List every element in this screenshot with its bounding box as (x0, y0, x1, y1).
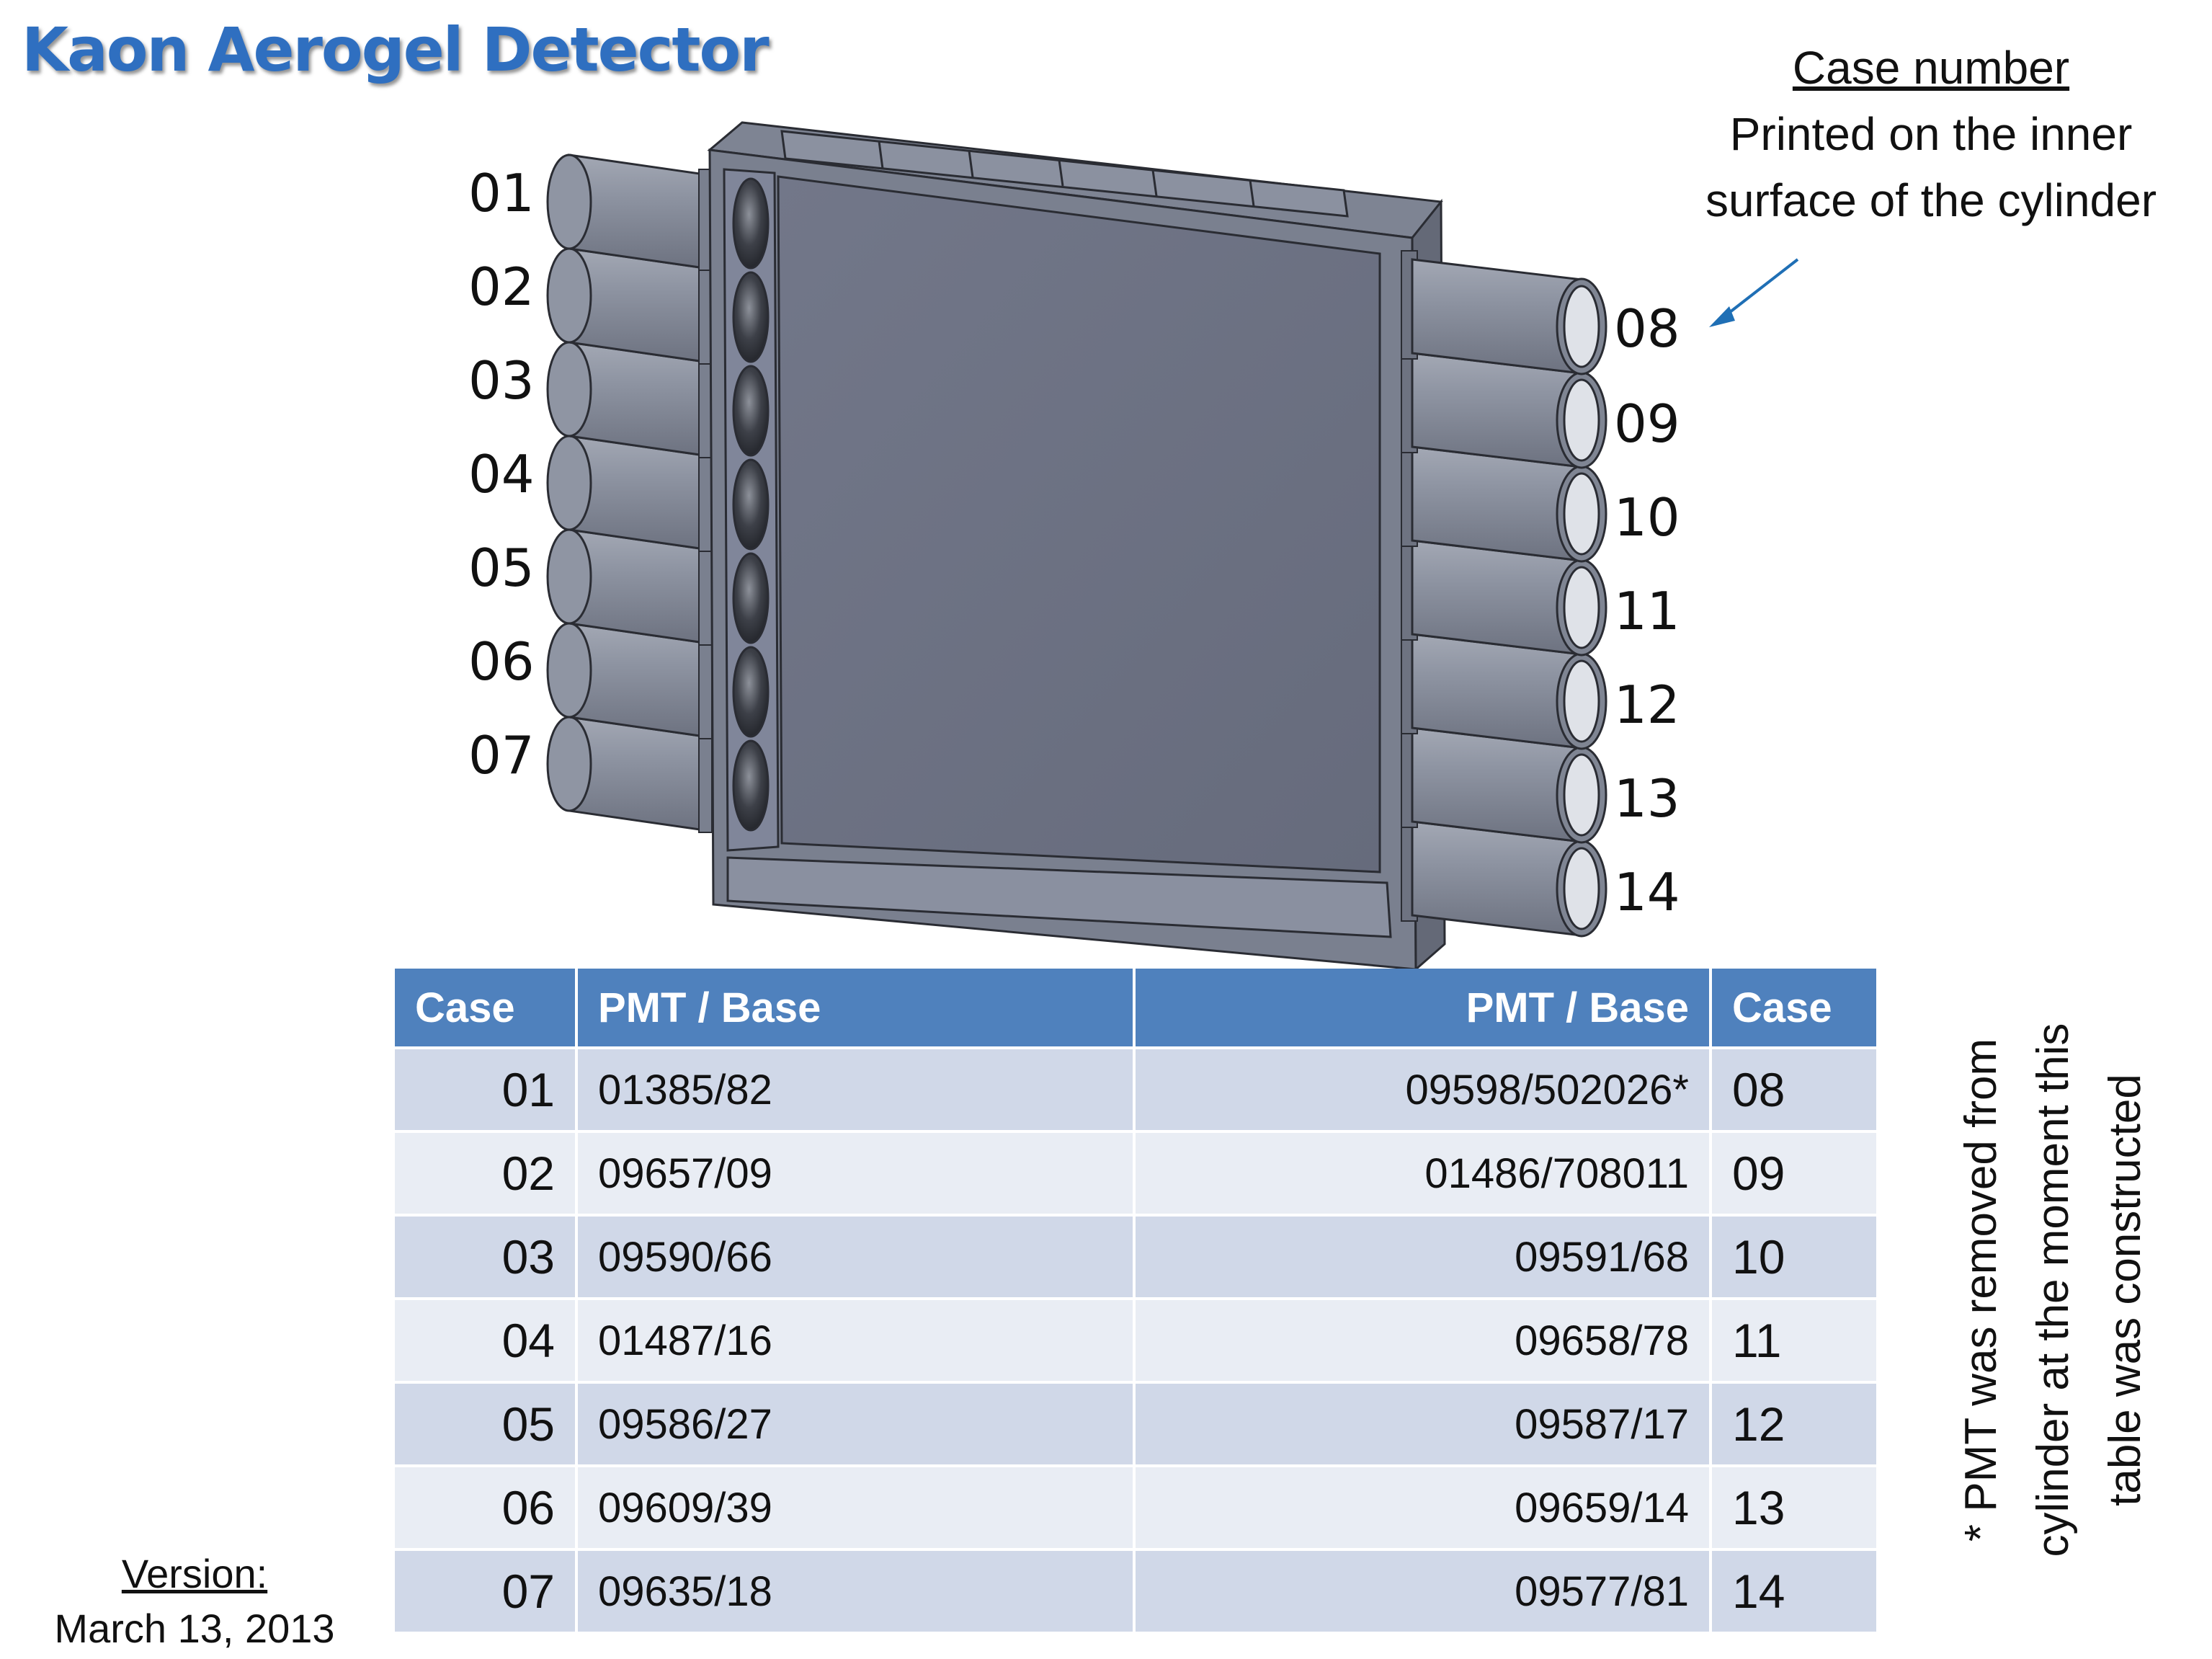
case-label-right-10: 10 (1614, 487, 1680, 548)
left-cylinder (546, 154, 713, 271)
left-cylinder (546, 247, 713, 365)
cell-pmt-right: 09658/78 (1136, 1300, 1709, 1381)
pointer-arrow-icon (1709, 258, 1799, 327)
cell-pmt-right: 09587/17 (1136, 1384, 1709, 1464)
lens-window (732, 646, 770, 738)
cell-case-left: 05 (395, 1384, 575, 1464)
header-case-right: Case (1712, 969, 1876, 1046)
cell-case-left: 06 (395, 1467, 575, 1548)
cell-case-left: 04 (395, 1300, 575, 1381)
case-label-right-11: 11 (1614, 581, 1680, 641)
detector-drawing (546, 121, 1799, 972)
cell-pmt-left: 09657/09 (578, 1133, 1133, 1214)
cell-case-right: 09 (1712, 1133, 1876, 1214)
cell-case-right: 11 (1712, 1300, 1876, 1381)
note-line-1: Printed on the inner (1729, 108, 2133, 160)
case-label-right-12: 12 (1614, 675, 1680, 735)
header-pmt-right: PMT / Base (1136, 969, 1709, 1046)
lens-column (732, 177, 770, 832)
case-label-left-01: 01 (468, 163, 535, 223)
cell-case-left: 07 (395, 1551, 575, 1632)
footnote-rotated: * PMT was removed from cylinder at the m… (1945, 995, 2162, 1585)
footnote-line-1: * PMT was removed from (1956, 1038, 2006, 1542)
left-cylinder (546, 435, 713, 552)
cell-pmt-right: 09577/81 (1136, 1551, 1709, 1632)
lens-window (732, 271, 770, 363)
frame-bottom-rail (726, 856, 1392, 938)
cell-pmt-left: 09609/39 (578, 1467, 1133, 1548)
table-row: 07 09635/18 09577/81 14 (395, 1551, 1876, 1632)
pmt-base-table: Case PMT / Base PMT / Base Case 01 01385… (392, 966, 1879, 1634)
cell-pmt-left: 01487/16 (578, 1300, 1133, 1381)
cell-case-right: 12 (1712, 1384, 1876, 1464)
table-header-row: Case PMT / Base PMT / Base Case (395, 969, 1876, 1046)
case-label-left-07: 07 (468, 725, 535, 786)
table-row: 06 09609/39 09659/14 13 (395, 1467, 1876, 1548)
right-cylinder (1401, 250, 1607, 375)
top-lid-dividers (878, 141, 1255, 207)
case-label-right-14: 14 (1614, 862, 1680, 922)
cell-case-left: 03 (395, 1217, 575, 1297)
header-pmt-left: PMT / Base (578, 969, 1133, 1046)
cell-case-right: 08 (1712, 1049, 1876, 1130)
top-lids (780, 130, 1349, 218)
left-cylinder (546, 528, 713, 646)
header-case-left: Case (395, 969, 575, 1046)
cell-pmt-right: 09659/14 (1136, 1467, 1709, 1548)
case-label-right-08: 08 (1614, 298, 1680, 359)
table-row: 04 01487/16 09658/78 11 (395, 1300, 1876, 1381)
cell-case-left: 01 (395, 1049, 575, 1130)
case-label-right-09: 09 (1614, 393, 1680, 454)
footnote-line-3: table was constructed (2100, 1074, 2150, 1506)
lens-window (732, 552, 770, 644)
table-row: 03 09590/66 09591/68 10 (395, 1217, 1876, 1297)
footnote-line-2: cylinder at the moment this (2028, 1023, 2078, 1557)
version-label: Version: (121, 1551, 268, 1596)
lens-window (732, 177, 770, 270)
cell-pmt-left: 01385/82 (578, 1049, 1133, 1130)
version-date: March 13, 2013 (54, 1606, 335, 1651)
note-heading: Case number (1792, 42, 2070, 94)
right-cylinder (1401, 531, 1607, 657)
table-row: 01 01385/82 09598/502026* 08 (395, 1049, 1876, 1130)
right-cylinder (1401, 344, 1607, 469)
left-cylinders (546, 154, 713, 833)
cell-pmt-right: 01486/708011 (1136, 1133, 1709, 1214)
case-number-note: Case number Printed on the inner surface… (1657, 35, 2205, 233)
detector-frame (707, 121, 1446, 972)
left-cylinder (546, 341, 713, 458)
front-panel (777, 175, 1381, 873)
page-title: Kaon Aerogel Detector (22, 14, 770, 85)
lens-window (732, 739, 770, 832)
case-label-right-13: 13 (1614, 768, 1680, 829)
case-label-left-06: 06 (468, 631, 535, 692)
right-cylinder (1401, 812, 1607, 938)
note-line-2: surface of the cylinder (1705, 174, 2157, 226)
right-cylinders (1401, 250, 1607, 938)
cell-case-right: 13 (1712, 1467, 1876, 1548)
version-info: Version: March 13, 2013 (29, 1547, 360, 1656)
cell-pmt-left: 09590/66 (578, 1217, 1133, 1297)
cell-pmt-right: 09598/502026* (1136, 1049, 1709, 1130)
cell-pmt-right: 09591/68 (1136, 1217, 1709, 1297)
cell-case-left: 02 (395, 1133, 575, 1214)
table-row: 05 09586/27 09587/17 12 (395, 1384, 1876, 1464)
lens-window (732, 458, 770, 551)
case-label-left-03: 03 (468, 350, 535, 411)
case-label-left-05: 05 (468, 538, 535, 598)
lens-window (732, 365, 770, 457)
table-row: 02 09657/09 01486/708011 09 (395, 1133, 1876, 1214)
cell-case-right: 14 (1712, 1551, 1876, 1632)
cell-pmt-left: 09586/27 (578, 1384, 1133, 1464)
cell-pmt-left: 09635/18 (578, 1551, 1133, 1632)
cell-case-right: 10 (1712, 1217, 1876, 1297)
case-label-left-02: 02 (468, 257, 535, 317)
case-label-left-04: 04 (468, 444, 535, 504)
